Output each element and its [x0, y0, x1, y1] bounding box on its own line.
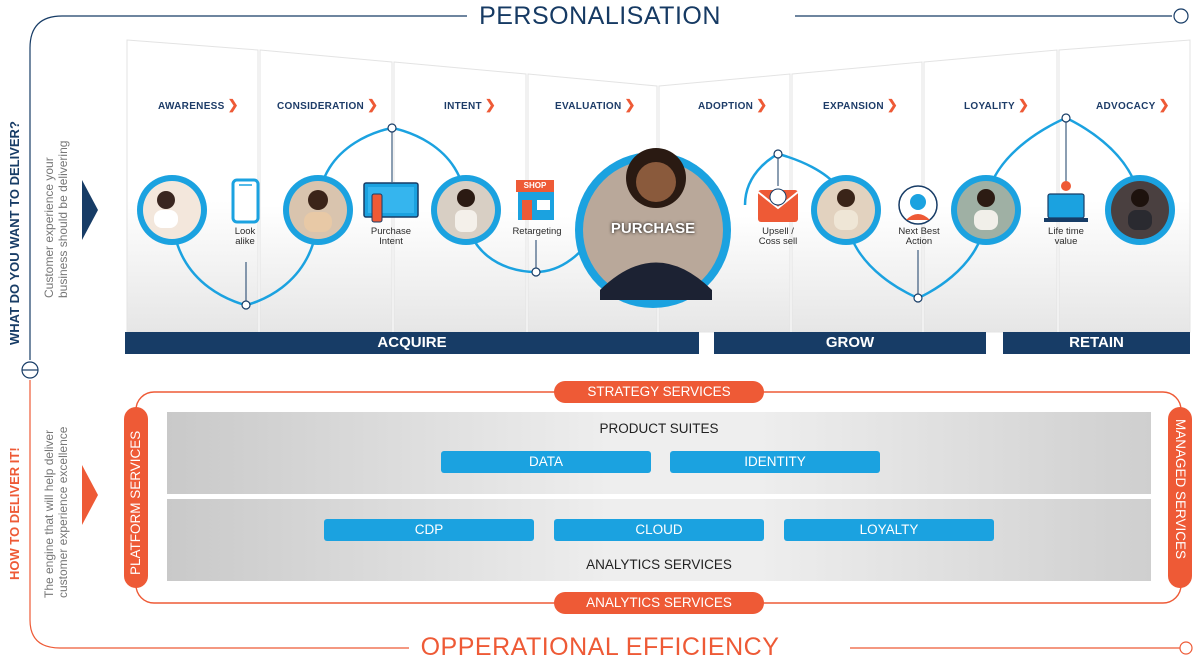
caption-line: Look	[234, 226, 256, 237]
stage-label: CONSIDERATION	[277, 101, 365, 112]
person-photo-icon	[951, 175, 1021, 245]
stage-label: EXPANSION	[823, 101, 884, 112]
how-to-deliver-sub: The engine that will help deliver custom…	[42, 427, 70, 598]
chevron-right-icon: ❯	[484, 97, 497, 112]
managed-services-label: MANAGED SERVICES	[1173, 419, 1188, 560]
caption-line: alike	[235, 236, 255, 247]
person-photo-icon	[575, 148, 731, 308]
person-photo-icon	[283, 175, 353, 245]
platform-services-label: PLATFORM SERVICES	[128, 430, 143, 575]
caption-line: Coss sell	[758, 236, 798, 247]
chevron-right-icon: ❯	[886, 97, 899, 112]
person-photo-icon	[137, 175, 207, 245]
caption-upsell: Upsell / Coss sell	[748, 227, 808, 247]
caption-line: Purchase	[370, 226, 412, 237]
caption-retargeting: Retargeting	[506, 227, 568, 237]
sub-line: customer experience excellence	[56, 426, 70, 598]
caption-line: Retargeting	[512, 226, 562, 237]
stage-loyality: LOYALITY❯	[964, 97, 1029, 113]
caption-line: Next Best	[898, 226, 940, 237]
strategy-services-pill[interactable]: STRATEGY SERVICES	[554, 381, 764, 403]
managed-services-pill[interactable]: MANAGED SERVICES	[1168, 407, 1192, 588]
cdp-button[interactable]: CDP	[324, 519, 534, 541]
tv-remote-icon	[363, 182, 419, 223]
chevron-right-icon: ❯	[756, 97, 768, 112]
caption-next-best-action: Next Best Action	[890, 227, 948, 247]
what-to-deliver-heading: WHAT DO YOU WANT TO DELIVER?	[7, 121, 22, 345]
laptop-lightbulb-icon	[1044, 181, 1088, 222]
stage-label: ADVOCACY	[1096, 101, 1156, 112]
how-to-deliver-heading: HOW TO DELIVER IT!	[7, 447, 22, 580]
product-suites-panel	[167, 412, 1151, 494]
analytics-services-pill[interactable]: ANALYTICS SERVICES	[554, 592, 764, 614]
purchase-label: PURCHASE	[610, 220, 696, 237]
product-suites-title: PRODUCT SUITES	[599, 421, 719, 436]
caption-line: Upsell /	[762, 226, 794, 237]
band-acquire: ACQUIRE	[377, 334, 447, 351]
headset-agent-icon	[898, 185, 938, 225]
caption-line: value	[1054, 236, 1078, 247]
person-photo-icon	[431, 175, 501, 245]
caption-look-alike: Look alike	[220, 227, 270, 247]
stage-advocacy: ADVOCACY❯	[1096, 97, 1170, 113]
stage-consideration: CONSIDERATION❯	[277, 97, 378, 113]
stage-label: LOYALITY	[964, 101, 1015, 112]
analytics-panel-title: ANALYTICS SERVICES	[586, 557, 732, 572]
title-operational-efficiency: OPPERATIONAL EFFICIENCY	[0, 633, 1200, 662]
chevron-right-icon: ❯	[367, 97, 379, 112]
band-retain: RETAIN	[1069, 334, 1124, 351]
smartphone-icon	[231, 178, 260, 224]
caption-purchase-intent: Purchase Intent	[361, 227, 421, 247]
cloud-button[interactable]: CLOUD	[554, 519, 764, 541]
chevron-right-icon: ❯	[227, 97, 239, 112]
caption-line: Intent	[379, 236, 403, 247]
stage-label: ADOPTION	[698, 101, 754, 112]
chevron-right-icon: ❯	[1017, 97, 1030, 112]
sub-line: business should be delivering	[56, 140, 70, 298]
stage-evaluation: EVALUATION❯	[555, 97, 636, 113]
shop-icon	[516, 180, 554, 220]
platform-services-pill[interactable]: PLATFORM SERVICES	[124, 407, 148, 588]
caption-line: Life time	[1048, 226, 1084, 237]
stage-awareness: AWARENESS❯	[158, 97, 239, 113]
chevron-right-icon: ❯	[624, 97, 636, 112]
shop-sign: SHOP	[523, 181, 547, 190]
stage-adoption: ADOPTION❯	[698, 97, 767, 113]
person-photo-icon	[1105, 175, 1175, 245]
stage-label: AWARENESS	[158, 101, 225, 112]
loyalty-button[interactable]: LOYALTY	[784, 519, 994, 541]
title-personalisation: PERSONALISATION	[0, 2, 1200, 31]
identity-button[interactable]: IDENTITY	[670, 451, 880, 473]
stage-label: EVALUATION	[555, 101, 622, 112]
caption-lifetime-value: Life time value	[1038, 227, 1094, 247]
data-button[interactable]: DATA	[441, 451, 651, 473]
stage-label: INTENT	[444, 101, 482, 112]
email-icon	[757, 188, 799, 222]
band-grow: GROW	[825, 334, 875, 351]
stage-intent: INTENT❯	[444, 97, 496, 113]
stage-expansion: EXPANSION❯	[823, 97, 898, 113]
what-to-deliver-sub: Customer experience your business should…	[42, 141, 70, 298]
sub-line: Customer experience your	[42, 157, 56, 298]
chevron-right-icon: ❯	[1158, 97, 1170, 112]
caption-line: Action	[905, 236, 933, 247]
person-photo-icon	[811, 175, 881, 245]
sub-line: The engine that will help deliver	[42, 429, 56, 598]
